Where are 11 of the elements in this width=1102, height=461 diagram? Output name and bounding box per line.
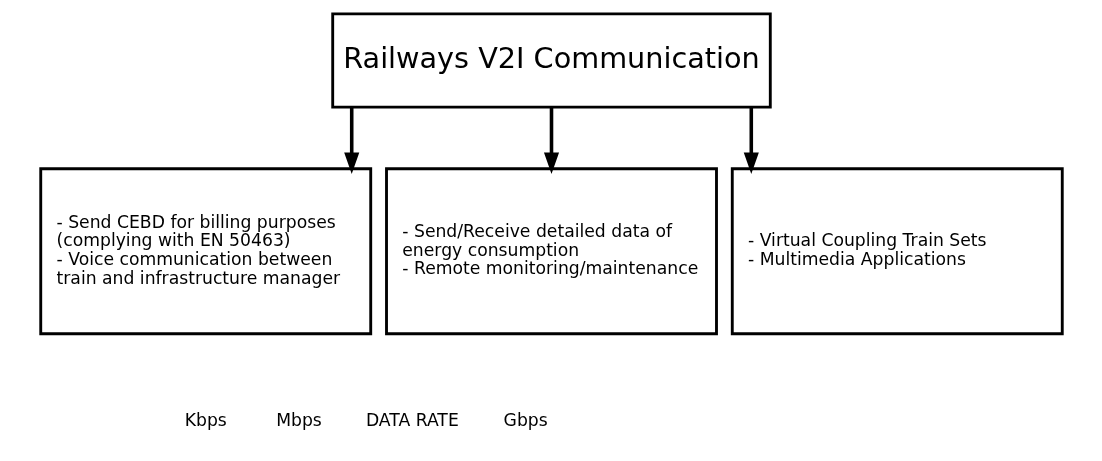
arrow (343, 107, 359, 175)
label: Gbps (503, 409, 548, 430)
label: DATA RATE (365, 409, 459, 430)
label: Mbps (275, 409, 322, 430)
node-box: - Virtual Coupling Train Sets - Multimedia Applications (730, 167, 1064, 336)
arrow (543, 107, 559, 175)
node-box: - Send CEBD for billing purposes (complying with EN 50463) - Voice communication between train and infrastructure manager (38, 167, 372, 336)
arrow (743, 107, 759, 175)
node-box: - Send/Receive detailed data of energy consumption - Remote monitoring/maintenance (384, 167, 718, 336)
label: Kbps (184, 409, 227, 430)
node-box: Railways V2I Communication (330, 12, 772, 109)
